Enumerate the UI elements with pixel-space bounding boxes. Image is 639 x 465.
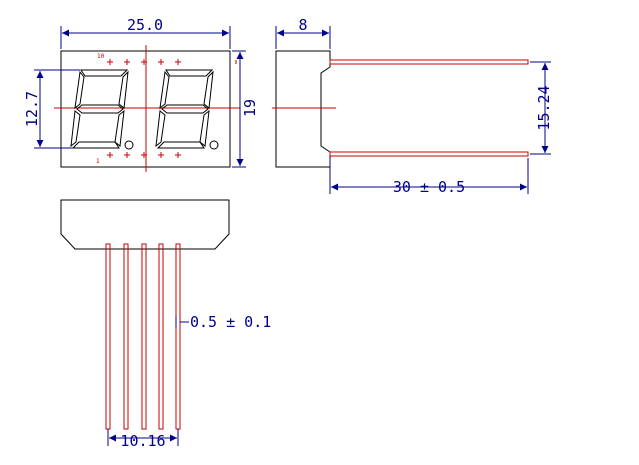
decimal-point-left — [124, 140, 134, 150]
front-view: 10 1 25.0 12.7 19 — [23, 16, 259, 172]
bottom-pin-2 — [123, 243, 129, 430]
pin-diameter-label: 0.5 ± 0.1 — [190, 313, 271, 331]
bottom-pin-3 — [141, 243, 147, 430]
digit-left — [70, 69, 129, 149]
bottom-pins — [105, 243, 181, 430]
bottom-pin-markers — [107, 152, 181, 158]
bottom-body-outline — [60, 199, 230, 250]
pin-span-dimension-label: 10.16 — [120, 432, 165, 450]
decimal-point-right — [209, 140, 219, 150]
digit-right — [155, 69, 214, 149]
pin1-label: 1 — [96, 158, 100, 165]
bottom-pin-1 — [105, 243, 111, 430]
side-pin-bottom — [329, 151, 529, 157]
width-dimension-label: 25.0 — [127, 16, 163, 34]
side-pin-top — [329, 59, 529, 65]
bottom-view: 0.5 ± 0.1 10.16 — [60, 199, 271, 450]
height-dimension-label: 19 — [241, 99, 259, 117]
side-body-outline — [275, 50, 331, 168]
top-pin-markers — [107, 59, 181, 65]
side-view: 8 15.24 30 ± 0.5 — [272, 16, 553, 196]
bottom-pin-5 — [175, 243, 181, 430]
thickness-dimension-label: 8 — [298, 16, 307, 34]
pin10-label: 10 — [97, 53, 105, 60]
pin-spacing-dimension-label: 15.24 — [535, 85, 553, 130]
pin-length-dimension-label: 30 ± 0.5 — [393, 178, 465, 196]
digit-height-dimension-label: 12.7 — [23, 91, 41, 127]
bottom-pin-4 — [158, 243, 164, 430]
